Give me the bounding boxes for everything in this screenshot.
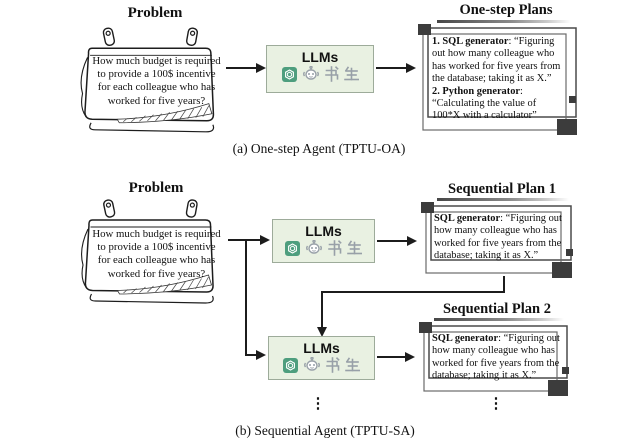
connector-plan1-horizontal xyxy=(321,291,505,293)
note-line: for each colleague who has xyxy=(97,81,216,94)
shusheng-wordmark-icon xyxy=(324,66,359,82)
one-step-plans-frame: 1. SQL generator: “Figuring out how many… xyxy=(418,24,578,135)
arrow-llm2-to-plan2 xyxy=(377,356,406,358)
slide-frame-decoration xyxy=(421,202,573,278)
plan-item-body: : “Calculating the value of 100*X with a… xyxy=(432,85,537,122)
slide-frame-decoration xyxy=(418,24,577,135)
internlm-mascot-icon xyxy=(306,240,322,254)
arrowhead-icon xyxy=(256,350,266,360)
plan-item-sql: SQL generator: “Figuring out how many co… xyxy=(432,333,562,383)
title-underline xyxy=(437,198,569,201)
sequential-plan2-frame: SQL generator: “Figuring out how many co… xyxy=(419,322,569,396)
plan-item-body: : “Figuring out how many colleague who h… xyxy=(432,333,560,382)
arrow-llm1-to-plan1 xyxy=(377,240,408,242)
sequential-plan2-text: SQL generator: “Figuring out how many co… xyxy=(432,333,562,383)
llm-box-b1: LLMs xyxy=(272,219,375,263)
arrowhead-icon xyxy=(256,63,266,73)
plan-item-python: 2. Python generator: “Calculating the va… xyxy=(432,86,566,123)
llm-box-b2: LLMs xyxy=(268,336,375,380)
internlm-mascot-icon xyxy=(304,357,320,371)
sequential-plan1-frame: SQL generator: “Figuring out how many co… xyxy=(421,202,573,278)
arrowhead-icon xyxy=(406,63,416,73)
llm-logo-row xyxy=(273,240,374,256)
llm-box-a: LLMs xyxy=(266,45,374,93)
slide-frame-decoration xyxy=(419,322,569,396)
arrowhead-icon xyxy=(407,236,417,246)
plan-item-label: 2. Python generator xyxy=(432,85,521,97)
plan-item-label: SQL generator xyxy=(432,333,499,344)
note-line: for each colleague who has xyxy=(97,254,216,267)
branch-line-vertical xyxy=(245,239,247,356)
plan-item-sql: SQL generator: “Figuring out how many co… xyxy=(434,213,566,263)
notepad-sketch-icon xyxy=(81,199,214,304)
shusheng-wordmark-icon xyxy=(328,240,362,256)
problem-note-text-a: How much budget is required to provide a… xyxy=(89,55,224,108)
arrowhead-icon xyxy=(260,235,270,245)
plan-item-sql: 1. SQL generator: “Figuring out how many… xyxy=(432,36,566,86)
problem-title-a: Problem xyxy=(127,5,183,21)
plan-item-label: SQL generator xyxy=(434,213,501,224)
note-line: worked for five years? xyxy=(107,94,206,107)
caption-b: (b) Sequential Agent (TPTU-SA) xyxy=(235,423,415,438)
arrow-problem-to-llm-a xyxy=(226,67,258,69)
connector-plan1-down xyxy=(503,276,505,293)
sequential-plan1-title: Sequential Plan 1 xyxy=(448,181,556,197)
arrowhead-icon xyxy=(317,327,327,337)
one-step-plans-title: One-step Plans xyxy=(459,2,553,18)
problem-notepad-a: How much budget is required to provide a… xyxy=(79,24,232,139)
note-line: to provide a 100$ incentive xyxy=(97,241,216,254)
openai-logo-icon xyxy=(281,66,297,82)
problem-notepad-b: How much budget is required to provide a… xyxy=(79,197,232,309)
llm-logo-row xyxy=(269,357,374,373)
llm-label: LLMs xyxy=(301,49,339,65)
llm-label: LLMs xyxy=(303,340,340,356)
sequential-plan1-text: SQL generator: “Figuring out how many co… xyxy=(434,213,566,263)
note-line: How much budget is required xyxy=(92,55,221,67)
plan-item-body: : “Figuring out how many colleague who h… xyxy=(434,213,562,262)
llm-label: LLMs xyxy=(305,223,342,239)
problem-title-b: Problem xyxy=(128,180,184,196)
internlm-mascot-icon xyxy=(302,66,319,80)
note-line: to provide a 100$ incentive xyxy=(97,68,216,81)
openai-logo-icon xyxy=(285,240,300,256)
llm-logo-row xyxy=(267,66,373,82)
connector-plan1-to-llm2 xyxy=(321,291,323,328)
continuation-dots-plan: ⋮ xyxy=(488,396,504,412)
arrowhead-icon xyxy=(405,352,415,362)
shusheng-wordmark-icon xyxy=(326,357,360,373)
note-line: How much budget is required xyxy=(92,228,221,240)
sequential-plan2-title: Sequential Plan 2 xyxy=(443,301,551,317)
continuation-dots-llm: ⋮ xyxy=(310,396,326,412)
one-step-plans-text: 1. SQL generator: “Figuring out how many… xyxy=(432,36,566,123)
caption-a: (a) One-step Agent (TPTU-OA) xyxy=(232,141,406,156)
arrow-llm-to-plans-a xyxy=(376,67,407,69)
note-line: worked for five years? xyxy=(107,267,206,280)
plan-item-label: 1. SQL generator xyxy=(432,36,509,47)
arrow-branch-to-llm2 xyxy=(245,354,257,356)
plan-item-body: : “Figuring out how many colleague who h… xyxy=(432,36,561,85)
problem-note-text-b: How much budget is required to provide a… xyxy=(89,228,224,281)
title-underline xyxy=(434,318,564,321)
title-underline xyxy=(437,20,571,23)
openai-logo-icon xyxy=(283,357,298,373)
notepad-sketch-icon xyxy=(80,27,215,133)
